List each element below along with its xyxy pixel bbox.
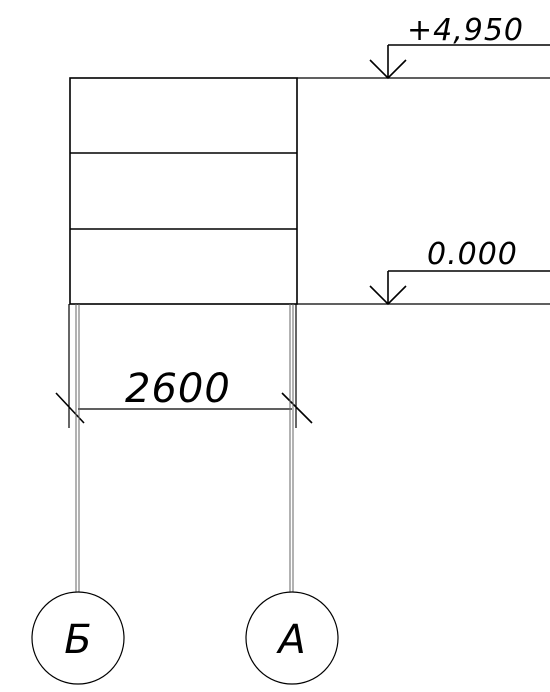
wall-block — [69, 77, 298, 305]
axis-label-right: А — [275, 617, 305, 663]
axis-marker-right: А — [245, 591, 339, 685]
axis-circle-left — [31, 591, 125, 685]
dimension-line-group: 2600 — [55, 304, 313, 428]
axis-lines — [75, 304, 294, 592]
dimension-label: 2600 — [125, 366, 231, 412]
elevation-mark-bottom: 0.000 — [297, 237, 550, 306]
dimension-tick-left — [55, 392, 85, 424]
axis-label-left: Б — [64, 617, 91, 663]
dimension-tick-right — [281, 392, 313, 424]
axis-marker-left: Б — [31, 591, 125, 685]
wall-outline — [69, 77, 298, 305]
elevation-mark-top: +4,950 — [297, 13, 550, 80]
elevation-label-top: +4,950 — [407, 13, 524, 48]
axis-circle-right — [245, 591, 339, 685]
elevation-label-bottom: 0.000 — [427, 237, 518, 272]
